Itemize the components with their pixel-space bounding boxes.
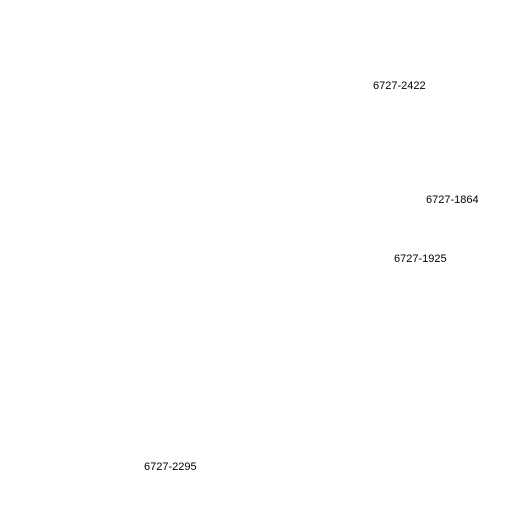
code-label: 6727-2422 [373,80,426,92]
code-label: 6727-1864 [426,194,479,206]
code-label: 6727-2295 [144,461,197,473]
code-label: 6727-1925 [394,253,447,265]
